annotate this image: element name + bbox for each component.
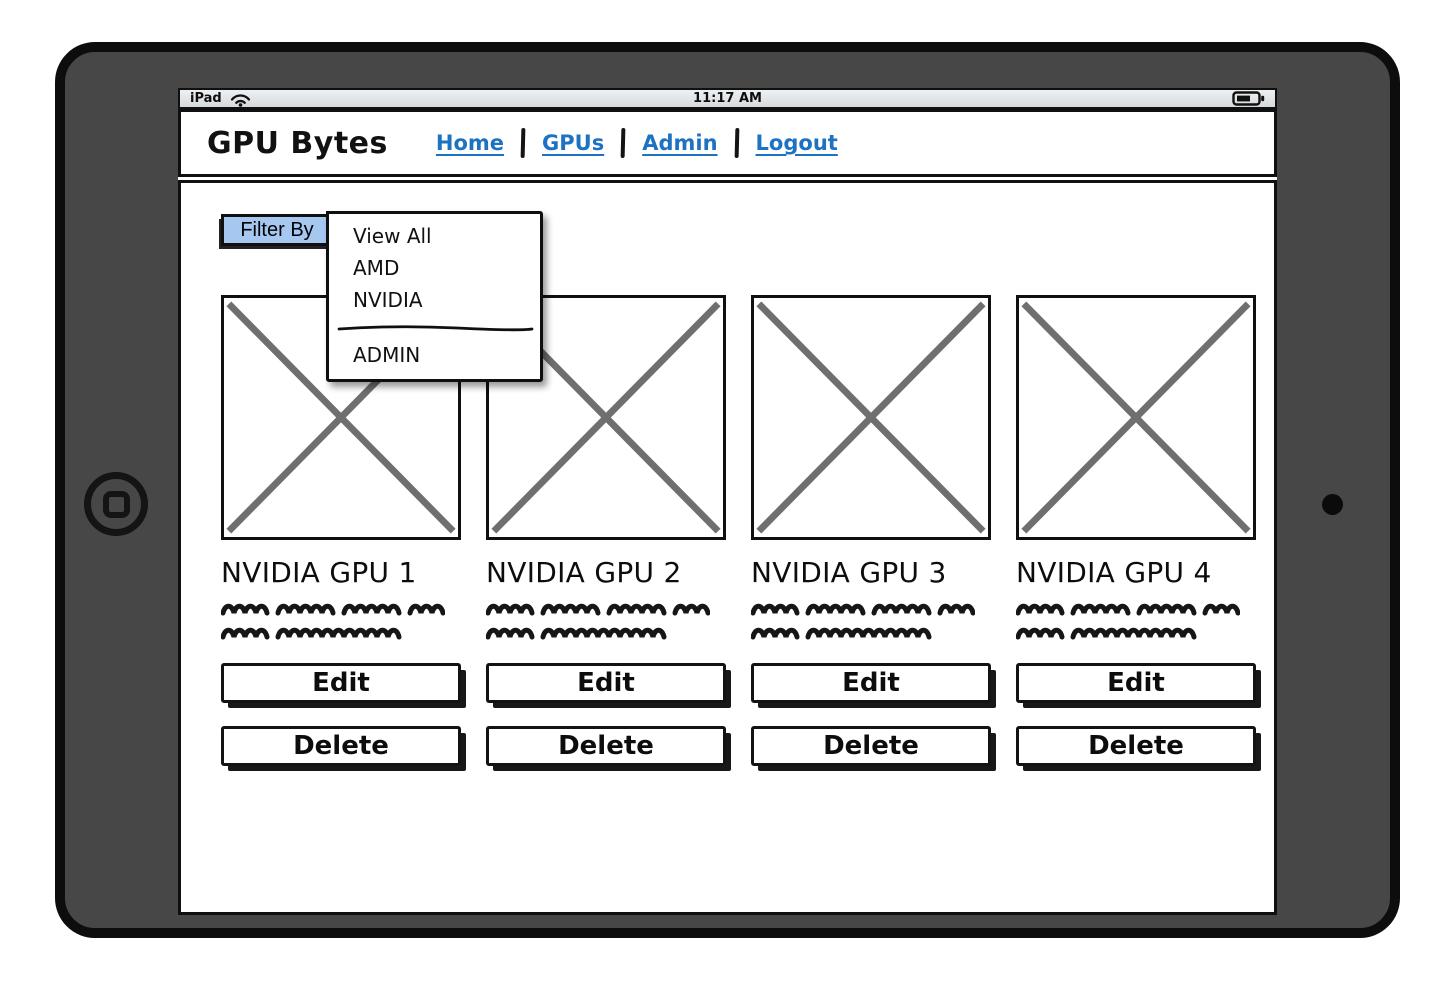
image-x-icon — [756, 301, 986, 534]
filter-dropdown-menu: View All AMD NVIDIA ADMIN — [326, 211, 543, 382]
home-button[interactable] — [84, 472, 148, 536]
gpu-card: NVIDIA GPU 3 Edit — [751, 295, 991, 766]
menu-item-amd[interactable]: AMD — [353, 256, 400, 280]
camera-icon — [1322, 494, 1343, 515]
menu-divider — [337, 318, 534, 337]
card-title: NVIDIA GPU 2 — [486, 556, 682, 589]
content-area: Filter By View All AMD NVIDIA ADMIN — [178, 180, 1277, 915]
menu-item-view-all[interactable]: View All — [353, 224, 432, 248]
wifi-icon — [229, 91, 252, 107]
filter-by-button[interactable]: Filter By — [221, 214, 333, 246]
device-label: iPad — [190, 91, 222, 106]
status-bar: iPad 11:17 AM — [178, 88, 1277, 109]
home-button-icon — [102, 490, 130, 518]
placeholder-text-squiggle — [486, 597, 726, 643]
card-title: NVIDIA GPU 1 — [221, 556, 417, 589]
nav-separator — [520, 127, 526, 159]
menu-item-nvidia[interactable]: NVIDIA — [353, 288, 423, 312]
placeholder-text-squiggle — [1016, 597, 1256, 643]
nav-link-logout[interactable]: Logout — [755, 131, 838, 155]
screen: iPad 11:17 AM — [178, 88, 1277, 915]
card-title: NVIDIA GPU 4 — [1016, 556, 1212, 589]
delete-button[interactable]: Delete — [1016, 726, 1256, 766]
card-title: NVIDIA GPU 3 — [751, 556, 947, 589]
image-x-icon — [1021, 301, 1251, 534]
placeholder-text-squiggle — [751, 597, 991, 643]
menu-item-admin[interactable]: ADMIN — [353, 343, 421, 367]
delete-button[interactable]: Delete — [751, 726, 991, 766]
nav: Home GPUs Admin Logout — [435, 127, 838, 159]
gpu-card: NVIDIA GPU 4 Edit — [1016, 295, 1256, 766]
edit-button[interactable]: Edit — [1016, 663, 1256, 703]
placeholder-text-squiggle — [221, 597, 461, 643]
battery-icon — [1232, 91, 1265, 106]
edit-button[interactable]: Edit — [486, 663, 726, 703]
nav-separator — [620, 127, 626, 159]
placeholder-image — [751, 295, 991, 540]
app-title: GPU Bytes — [207, 125, 388, 161]
placeholder-image — [486, 295, 726, 540]
edit-button[interactable]: Edit — [751, 663, 991, 703]
card-grid: NVIDIA GPU 1 Edit — [221, 295, 1256, 766]
clock: 11:17 AM — [693, 91, 762, 106]
delete-button[interactable]: Delete — [486, 726, 726, 766]
delete-button[interactable]: Delete — [221, 726, 461, 766]
app-header: GPU Bytes Home GPUs Admin Logout — [178, 109, 1277, 177]
placeholder-image — [1016, 295, 1256, 540]
gpu-card: NVIDIA GPU 2 Edit — [486, 295, 726, 766]
nav-link-gpus[interactable]: GPUs — [542, 131, 605, 155]
nav-link-home[interactable]: Home — [435, 131, 505, 155]
nav-separator — [734, 127, 739, 159]
nav-link-admin[interactable]: Admin — [642, 131, 718, 155]
edit-button[interactable]: Edit — [221, 663, 461, 703]
